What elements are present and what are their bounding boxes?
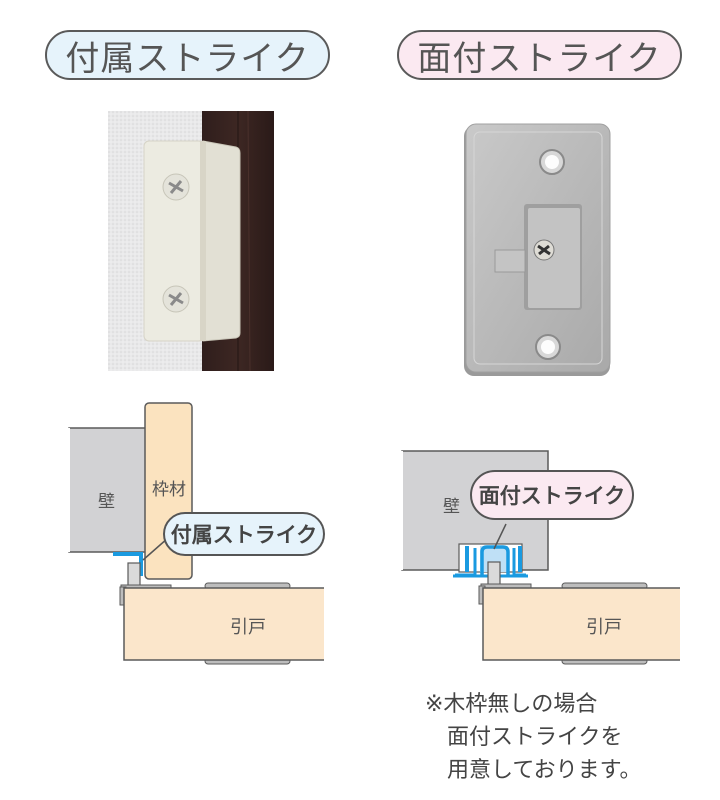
door-label: 引戸: [586, 617, 622, 638]
note-line-2: 面付ストライクを: [425, 725, 623, 750]
frame-label: 枠材: [152, 480, 186, 500]
surface-strike-diagram: 壁 面付ストライク 引戸: [401, 450, 680, 665]
note-line-1: ※木枠無しの場合: [425, 692, 598, 717]
surface-strike-callout: 面付ストライク: [470, 470, 634, 520]
note-line-3: 用意しております。: [425, 758, 642, 783]
note-text: ※木枠無しの場合 面付ストライクを 用意しております。: [425, 688, 641, 787]
surface-strike-photo: [458, 120, 626, 380]
door-label: 引戸: [230, 617, 266, 638]
wall-label: 壁: [98, 492, 115, 512]
attached-strike-callout: 付属ストライク: [163, 512, 325, 556]
wall-label: 壁: [443, 497, 460, 517]
surface-strike-title: 面付ストライク: [397, 30, 682, 80]
screw-icon: [162, 173, 190, 313]
door-block: [123, 587, 324, 661]
door-block: [482, 587, 680, 661]
wall-block: [68, 427, 147, 553]
attached-strike-diagram: 壁 枠材 付属ストライク 引戸: [0, 0, 360, 680]
strike-shape: [113, 552, 143, 576]
attached-strike-photo: [108, 111, 274, 371]
attached-strike-title: 付属ストライク: [45, 30, 330, 80]
